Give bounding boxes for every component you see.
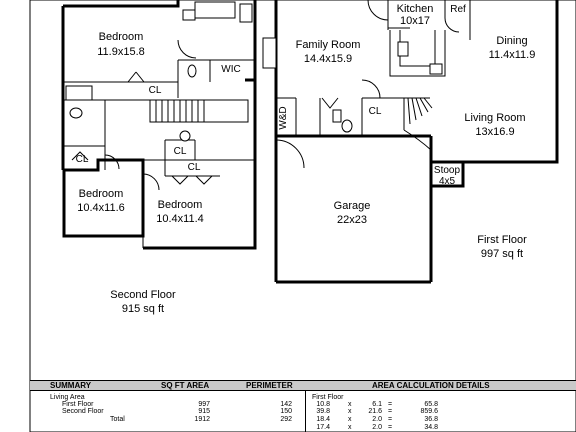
floor-title: First Floor (477, 234, 527, 246)
room-name: Bedroom (99, 31, 144, 43)
closet-label: CL (188, 162, 201, 173)
closet-label: CL (76, 154, 89, 165)
kitchen-counter (389, 30, 446, 77)
row-area: 1912 (194, 416, 210, 423)
room-size: 10.4x11.4 (156, 213, 204, 225)
calc-eq: = (388, 408, 393, 415)
room-size: 11.9x15.8 (97, 46, 145, 58)
floor-area: 997 sq ft (481, 248, 523, 260)
closet-label: CL (174, 146, 187, 157)
calc-result: 36.8 (424, 416, 438, 423)
row-label: Second Floor (62, 408, 104, 415)
table-row: 17.4 x 2.0 = 34.8 (30, 424, 576, 432)
calc-a: 39.8 (316, 408, 330, 415)
closet-label: CL (369, 106, 382, 117)
closet-label: CL (149, 85, 162, 96)
room-name: Dining (496, 35, 527, 47)
table-divider (305, 390, 306, 432)
calc-eq: = (388, 401, 393, 408)
room-size: 10x17 (400, 15, 430, 27)
room-size: 22x23 (337, 214, 367, 226)
calc-a: 18.4 (316, 416, 330, 423)
floor-title: Second Floor (110, 289, 176, 301)
calc-b: 2.0 (372, 424, 382, 431)
row-perimeter: 142 (280, 401, 292, 408)
ref-label: Ref (450, 4, 466, 15)
area-summary-table: SUMMARY SQ FT AREA PERIMETER AREA CALCUL… (30, 380, 576, 432)
section-label: Living Area (50, 394, 85, 401)
table-row: Living Area First Floor (30, 394, 576, 402)
first-floor-fixtures (262, 37, 353, 133)
calc-op: x (348, 401, 352, 408)
second-floor-fixtures (65, 1, 253, 142)
room-name: Living Room (464, 112, 525, 124)
second-floor-doors (71, 39, 213, 191)
page-border (29, 0, 576, 432)
calc-op: x (348, 408, 352, 415)
details-title: First Floor (312, 394, 344, 401)
first-floor-doors (275, 0, 460, 169)
calc-a: 10.8 (316, 401, 330, 408)
floor-area: 915 sq ft (122, 303, 164, 315)
summary-header: SUMMARY SQ FT AREA PERIMETER AREA CALCUL… (30, 380, 576, 391)
first-floor-walls (274, 0, 559, 284)
row-area: 915 (198, 408, 210, 415)
second-floor-labels: Bedroom 11.9x15.8 Bedroom 10.4x11.6 Bedr… (76, 31, 241, 315)
room-name: Bedroom (158, 199, 203, 211)
details-header-label: AREA CALCULATION DETAILS (372, 381, 490, 390)
washer-dryer-label: W&D (278, 106, 289, 129)
room-size: 10.4x11.6 (77, 202, 125, 214)
calc-result: 34.8 (424, 424, 438, 431)
table-row: Second Floor 915 150 39.8 x 21.6 = 859.6 (30, 408, 576, 416)
closet-label: WIC (221, 64, 240, 75)
row-area: 997 (198, 401, 210, 408)
calc-eq: = (388, 416, 393, 423)
row-perimeter: 150 (280, 408, 292, 415)
first-floor-stairs (403, 97, 433, 151)
calc-b: 21.6 (368, 408, 382, 415)
summary-header-label: SUMMARY (50, 381, 92, 390)
room-name: Garage (334, 200, 371, 212)
row-perimeter: 292 (280, 416, 292, 423)
table-row: Total 1912 292 18.4 x 2.0 = 36.8 (30, 416, 576, 424)
calc-b: 6.1 (372, 401, 382, 408)
calc-op: x (348, 424, 352, 431)
calc-result: 65.8 (424, 401, 438, 408)
perimeter-header-label: PERIMETER (246, 381, 293, 390)
second-floor-stairs (149, 99, 249, 123)
row-label: Total (110, 416, 125, 423)
table-row: First Floor 997 142 10.8 x 6.1 = 65.8 (30, 401, 576, 409)
calc-eq: = (388, 424, 393, 431)
room-name: Stoop (434, 165, 461, 176)
calc-b: 2.0 (372, 416, 382, 423)
room-size: 14.4x15.9 (304, 53, 352, 65)
sqft-header-label: SQ FT AREA (161, 381, 210, 390)
calc-a: 17.4 (316, 424, 330, 431)
room-name: Bedroom (79, 188, 124, 200)
room-size: 4x5 (439, 176, 456, 187)
room-size: 11.4x11.9 (489, 49, 536, 61)
room-name: Family Room (296, 39, 361, 51)
calc-op: x (348, 416, 352, 423)
row-label: First Floor (62, 401, 94, 408)
room-size: 13x16.9 (475, 126, 514, 138)
room-name: Kitchen (397, 3, 434, 15)
first-floor-labels: Family Room 14.4x15.9 Kitchen 10x17 Dini… (278, 3, 535, 260)
calc-result: 859.6 (420, 408, 438, 415)
